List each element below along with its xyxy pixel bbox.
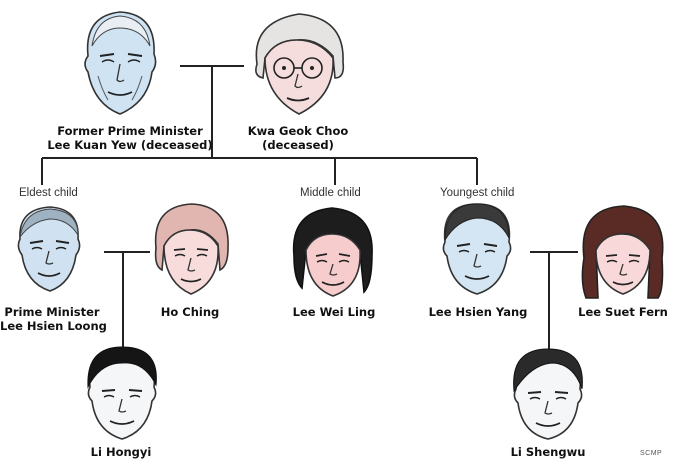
portrait-ho-ching: [154, 203, 229, 295]
portrait-li-hongyi: [87, 346, 157, 440]
role-label-youngest: Youngest child: [440, 187, 515, 199]
credit-label: SCMP: [640, 450, 663, 457]
portrait-lee-hsien-yang: [442, 203, 512, 295]
name-kwa-geok-choo: Kwa Geok Choo (deceased): [247, 124, 349, 153]
name-ho-ching: Ho Ching: [160, 305, 220, 319]
portrait-kwa-geok-choo: [255, 13, 345, 115]
name-lee-suet-fern: Lee Suet Fern: [578, 305, 668, 319]
portrait-lee-wei-ling: [292, 207, 373, 297]
name-li-hongyi: Li Hongyi: [90, 445, 152, 459]
name-lee-hsien-loong: Prime Minister Lee Hsien Loong: [0, 305, 107, 334]
name-lee-kuan-yew: Former Prime Minister Lee Kuan Yew (dece…: [47, 124, 213, 153]
portrait-lee-hsien-loong: [17, 206, 81, 292]
name-lee-wei-ling: Lee Wei Ling: [292, 305, 376, 319]
portrait-lee-suet-fern: [581, 205, 664, 299]
role-label-eldest: Eldest child: [19, 187, 78, 199]
role-label-middle: Middle child: [300, 187, 361, 199]
portrait-lee-kuan-yew: [84, 11, 157, 115]
portrait-li-shengwu: [513, 348, 583, 440]
name-lee-hsien-yang: Lee Hsien Yang: [428, 305, 528, 319]
name-li-shengwu: Li Shengwu: [510, 445, 586, 459]
